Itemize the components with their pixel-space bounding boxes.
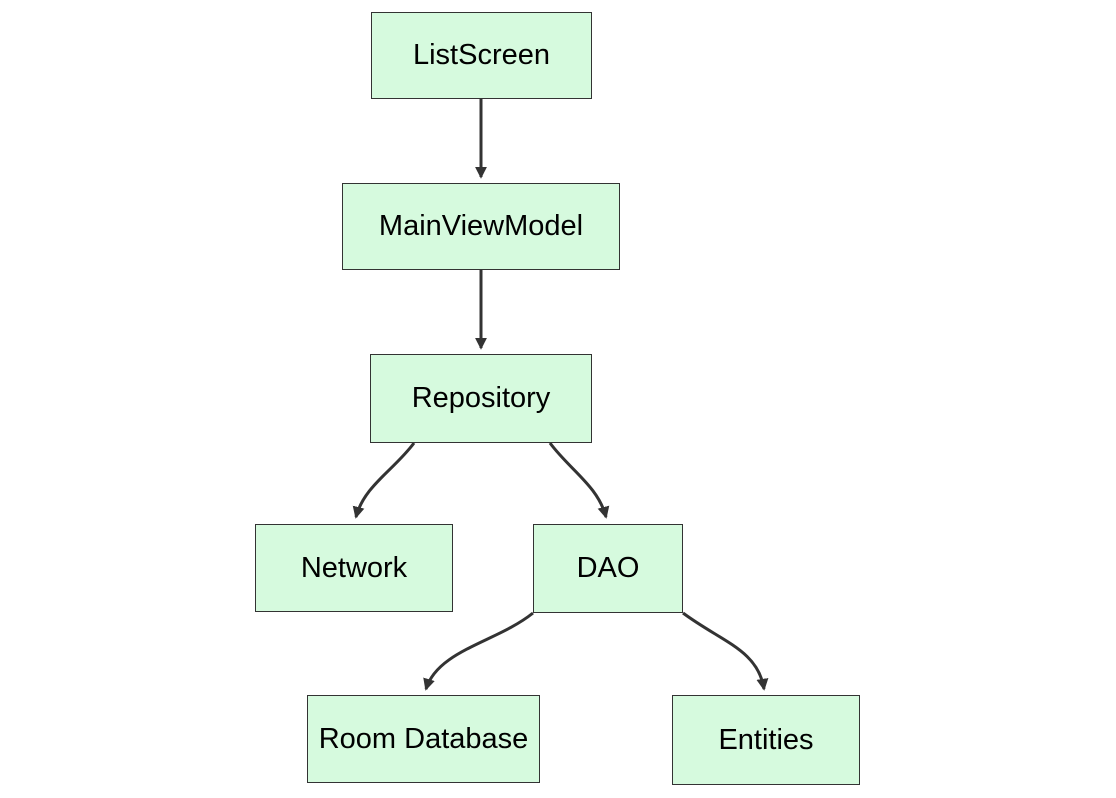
node-repository: Repository [370,354,592,443]
node-room-database-label: Room Database [318,722,529,755]
node-listscreen-label: ListScreen [412,39,550,72]
node-entities-label: Entities [718,723,814,756]
node-network: Network [255,524,453,612]
node-mainviewmodel: MainViewModel [342,183,620,270]
edge-repository-to-network [352,442,416,519]
node-dao-label: DAO [576,552,640,585]
node-entities: Entities [672,695,860,785]
edge-dao-to-entities [682,611,769,691]
edge-dao-to-room-database [423,611,534,691]
node-room-database: Room Database [307,695,540,783]
node-dao: DAO [533,524,683,613]
node-mainviewmodel-label: MainViewModel [378,210,584,243]
edge-repository-to-dao [548,442,610,519]
node-listscreen: ListScreen [371,12,592,99]
node-repository-label: Repository [411,382,551,415]
node-network-label: Network [300,551,408,584]
